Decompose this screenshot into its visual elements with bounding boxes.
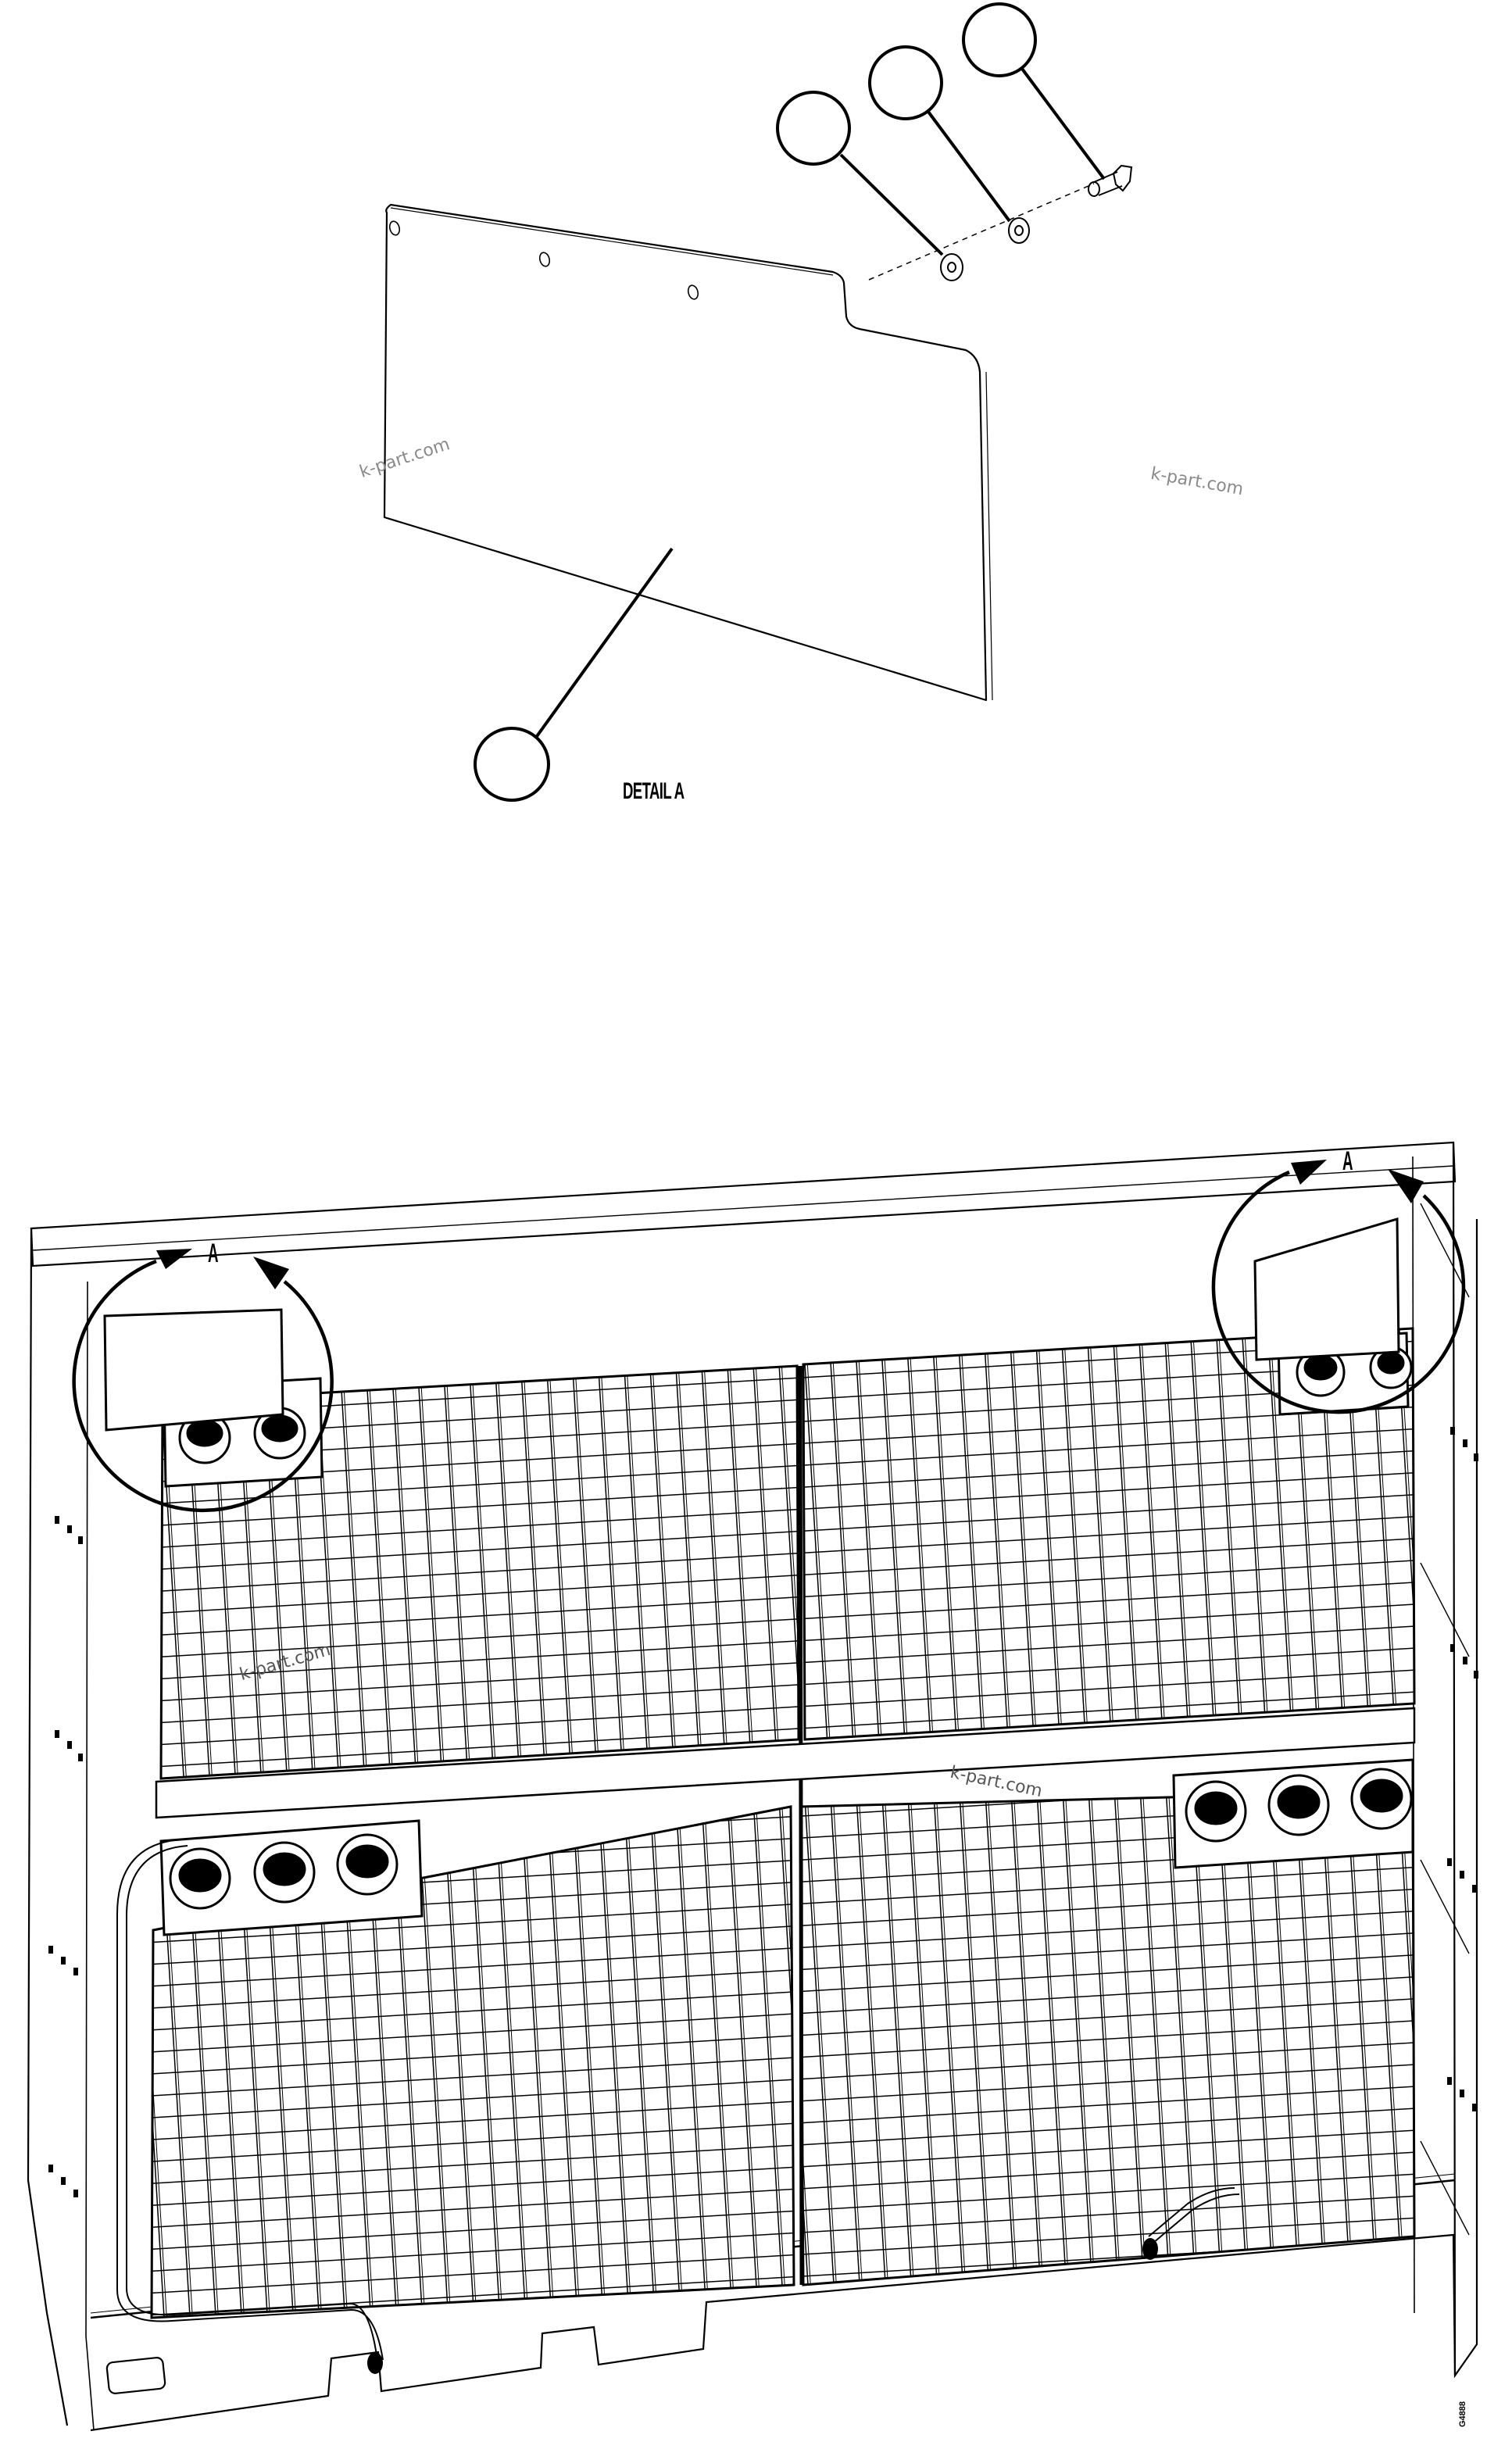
view-a-arrowheads [156, 1160, 1424, 1289]
grille-lower-right [799, 1789, 1416, 2286]
view-a-arcs [72, 1170, 1466, 1513]
detail-a-title: DETAIL A [623, 778, 685, 804]
base-plate [90, 2233, 1457, 2432]
view-a-marker-left: A [208, 1239, 218, 1268]
connector-right-icon [1142, 2238, 1158, 2260]
callout-washer-large [776, 91, 851, 166]
view-a-arc-left [72, 1259, 334, 1513]
hex-bolt [1088, 164, 1133, 197]
fan-module-lower-left [159, 1819, 424, 1936]
fastener-marks [48, 1427, 1478, 2197]
connector-left-icon [367, 2352, 383, 2374]
flat-washer [940, 253, 963, 281]
callout-panel [474, 727, 550, 802]
detail-cover-right [1253, 1217, 1400, 1361]
callout-washer-small [868, 45, 943, 120]
center-crossmember [155, 1707, 1416, 1819]
lock-washer [1008, 217, 1030, 244]
view-a-arc-right [1211, 1170, 1466, 1414]
detail-cover-left [103, 1308, 284, 1432]
wire-harness [116, 1839, 1240, 2361]
connectors [367, 2238, 1158, 2374]
grille-upper-right [802, 1327, 1416, 1741]
cover-panel [383, 203, 993, 702]
illustration-id: G4888 [1458, 2401, 1467, 2427]
leader-lines [534, 67, 1106, 740]
top-rail [30, 1141, 1457, 1267]
view-a-marker-right: A [1342, 1146, 1353, 1176]
right-side-frame [1452, 1142, 1478, 2379]
access-cutout [105, 2357, 166, 2394]
fan-module-lower-right [1172, 1758, 1414, 1869]
fastener-axis-line [868, 183, 1095, 281]
left-side-frame [27, 1228, 69, 2426]
callout-bolt [962, 2, 1037, 77]
grille-lower-left [150, 1805, 795, 2319]
